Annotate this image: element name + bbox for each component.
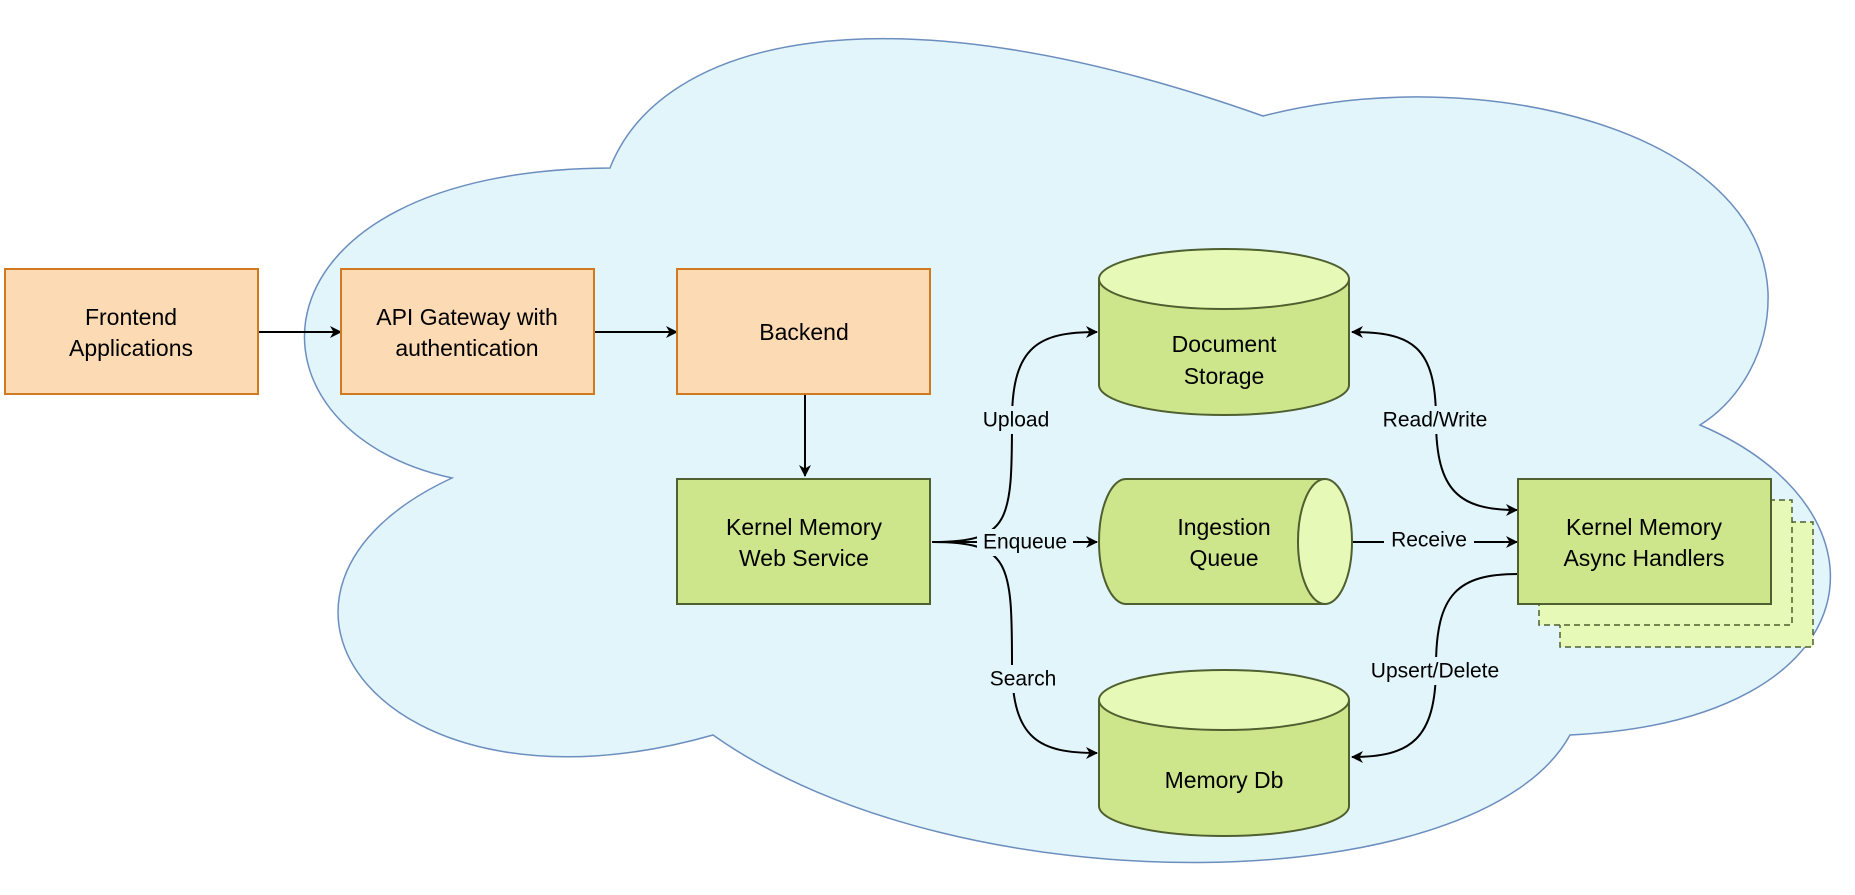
- api-gateway-label-line2: authentication: [395, 335, 538, 361]
- backend-node[interactable]: Backend: [676, 268, 931, 395]
- frontend-applications-label-line2: Applications: [69, 335, 193, 361]
- edge-label-upload: Upload: [983, 409, 1050, 432]
- api-gateway-label-line1: API Gateway with: [376, 304, 558, 330]
- memory-db-node[interactable]: Memory Db: [1098, 669, 1350, 837]
- api-gateway-node[interactable]: API Gateway with authentication: [340, 268, 595, 395]
- ingestion-queue-label-line1: Ingestion: [1177, 514, 1270, 540]
- memory-db-label: Memory Db: [1165, 767, 1284, 793]
- kernel-memory-async-handlers-label-line2: Async Handlers: [1563, 545, 1724, 571]
- document-storage-node[interactable]: Document Storage: [1098, 248, 1350, 416]
- frontend-applications-node[interactable]: Frontend Applications: [4, 268, 259, 395]
- document-storage-label-line2: Storage: [1184, 363, 1265, 389]
- edge-label-receive: Receive: [1391, 529, 1467, 552]
- cloud-background: [303, 37, 1832, 864]
- ingestion-queue-label-line2: Queue: [1189, 545, 1258, 571]
- kernel-memory-web-service-node[interactable]: Kernel Memory Web Service: [676, 478, 931, 605]
- edge-label-search: Search: [990, 668, 1057, 691]
- kernel-memory-web-service-label-line1: Kernel Memory: [726, 514, 882, 540]
- async-handlers-stack-front: [1517, 478, 1772, 605]
- kernel-memory-async-handlers-node[interactable]: Kernel Memory Async Handlers: [1517, 478, 1814, 648]
- edge-label-enqueue: Enqueue: [983, 531, 1067, 554]
- frontend-applications-label-line1: Frontend: [85, 304, 177, 330]
- kernel-memory-web-service-label-line2: Web Service: [739, 545, 869, 571]
- document-storage-label-line1: Document: [1172, 331, 1277, 357]
- kernel-memory-async-handlers-label-line1: Kernel Memory: [1566, 514, 1722, 540]
- ingestion-queue-node[interactable]: Ingestion Queue: [1098, 478, 1353, 605]
- edge-label-read-write: Read/Write: [1383, 409, 1488, 432]
- backend-label: Backend: [759, 319, 849, 345]
- edge-label-upsert-delete: Upsert/Delete: [1371, 660, 1499, 683]
